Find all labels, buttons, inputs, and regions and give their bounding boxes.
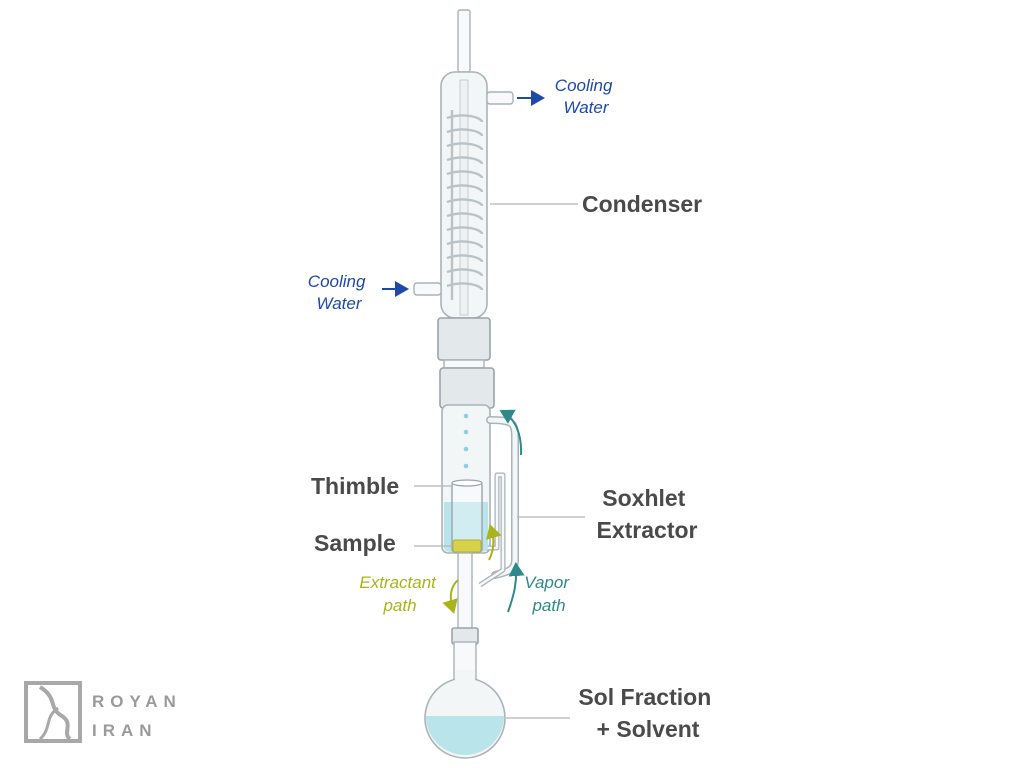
condenser-label: Condenser [582,191,702,217]
condensate-droplets [463,413,469,469]
royan-iran-logo-icon: ROYAN IRAN [24,681,182,743]
siphon-flow-arrow-icon [486,524,502,561]
soxhlet-extractor [439,367,519,645]
thimble-label: Thimble [311,473,399,499]
cooling-water-top-label: Cooling Water [555,76,617,117]
condenser [413,9,514,369]
condenser-coil [446,110,484,300]
logo-line1: ROYAN [92,692,182,711]
vapor-path-label: Vapor path [524,573,573,615]
soxhlet-extractor-label: Soxhlet Extractor [597,485,698,543]
sol-fraction-label: Sol Fraction + Solvent [578,684,717,742]
sample-label: Sample [314,530,396,556]
logo-line2: IRAN [92,721,158,740]
vapor-return-arrow-icon [499,409,523,456]
round-bottom-flask [424,641,506,759]
vapor-path-arrow-icon [507,562,525,613]
sample [452,539,482,553]
cooling-water-bottom-label: Cooling Water [308,272,370,313]
extractant-path-arrow-icon [442,579,459,614]
extractant-path-label: Extractant path [359,573,440,615]
